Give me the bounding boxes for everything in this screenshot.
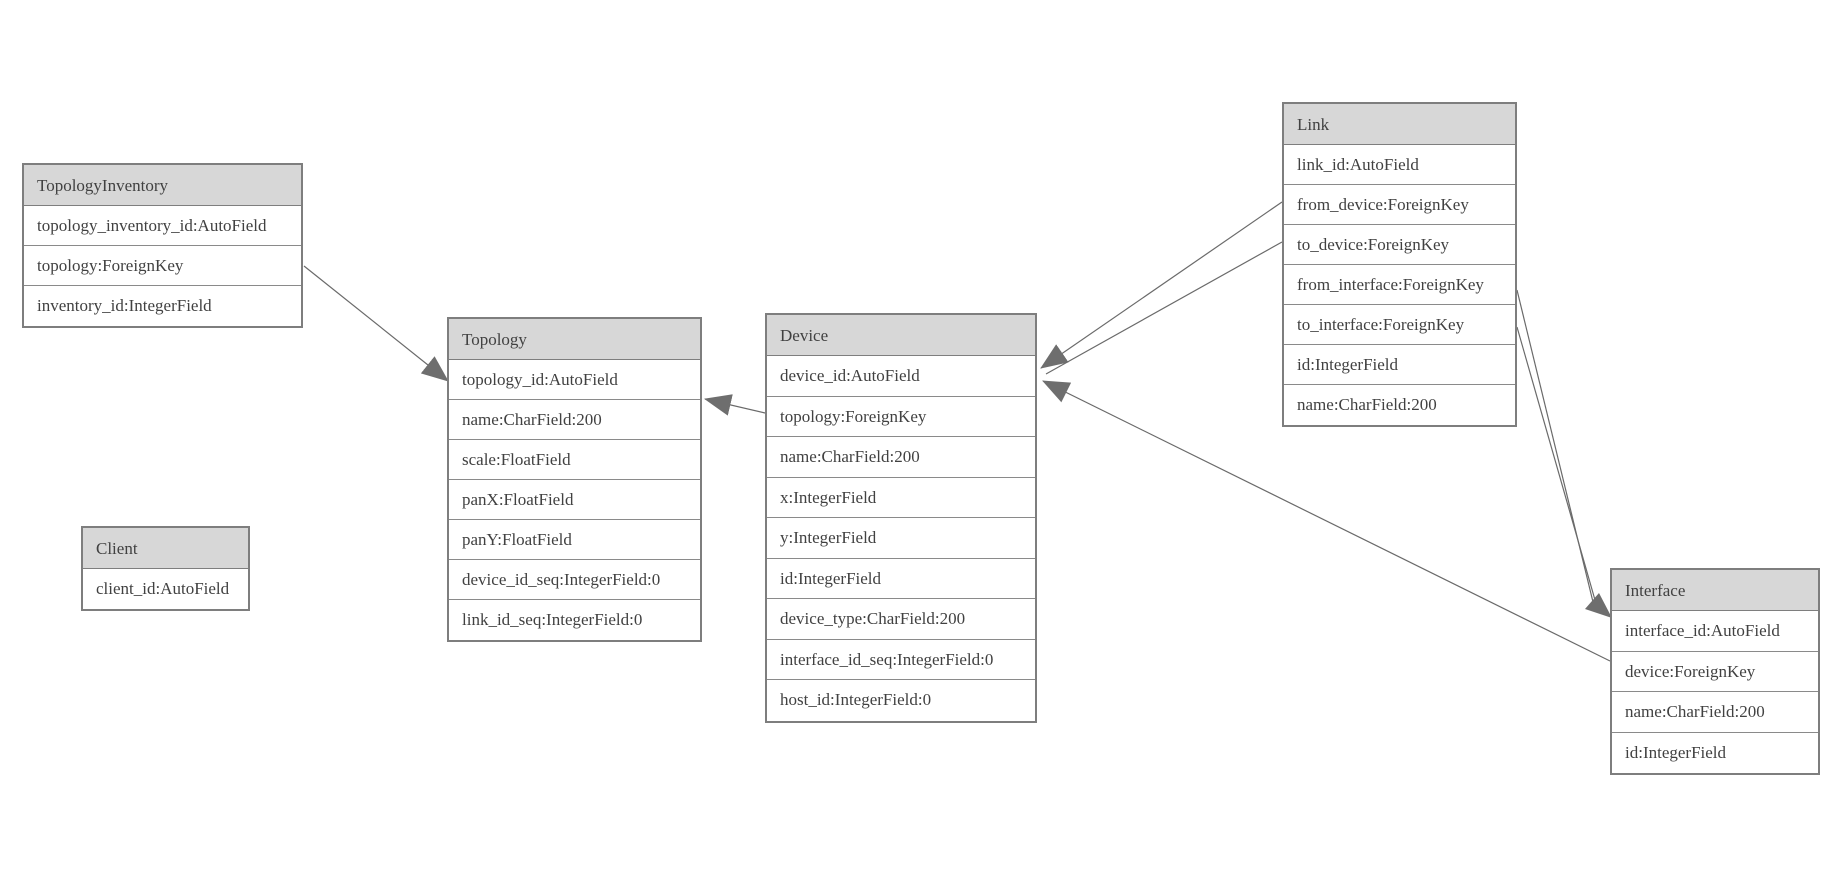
- field-row: name:CharField:200: [1284, 385, 1515, 425]
- field-row: device:ForeignKey: [1612, 651, 1818, 692]
- field-row: interface_id_seq:IntegerField:0: [767, 639, 1035, 680]
- field-row: device_id:AutoField: [767, 356, 1035, 397]
- field-row: panY:FloatField: [449, 520, 700, 560]
- field-row: device_id_seq:IntegerField:0: [449, 560, 700, 600]
- field-row: to_interface:ForeignKey: [1284, 305, 1515, 345]
- field-row: to_device:ForeignKey: [1284, 225, 1515, 265]
- edge-link-tointerface-to-interface: [1516, 326, 1598, 608]
- entity-device: Device device_id:AutoField topology:Fore…: [765, 313, 1037, 723]
- entity-header: Device: [767, 315, 1035, 356]
- field-row: id:IntegerField: [1612, 732, 1818, 773]
- arrowhead-interface: [1585, 593, 1612, 618]
- edge-topologyinventory-to-topology: [303, 265, 449, 382]
- field-row: name:CharField:200: [767, 437, 1035, 478]
- field-row: inventory_id:IntegerField: [24, 286, 301, 326]
- edge-link-fromdevice-to-device: [1040, 201, 1283, 369]
- field-row: panX:FloatField: [449, 480, 700, 520]
- field-row: topology:ForeignKey: [24, 246, 301, 286]
- entity-client: Client client_id:AutoField: [81, 526, 250, 611]
- field-row: link_id:AutoField: [1284, 145, 1515, 185]
- field-row: name:CharField:200: [449, 400, 700, 440]
- entity-header: Link: [1284, 104, 1515, 145]
- field-row: scale:FloatField: [449, 440, 700, 480]
- field-row: interface_id:AutoField: [1612, 611, 1818, 652]
- entity-link: Link link_id:AutoField from_device:Forei…: [1282, 102, 1517, 427]
- field-row: from_interface:ForeignKey: [1284, 265, 1515, 305]
- edge-device-to-topology: [704, 394, 766, 416]
- field-row: topology_inventory_id:AutoField: [24, 206, 301, 246]
- field-row: from_device:ForeignKey: [1284, 185, 1515, 225]
- field-row: client_id:AutoField: [83, 569, 248, 609]
- field-row: id:IntegerField: [767, 558, 1035, 599]
- edge-interface-device-to-device: [1042, 380, 1611, 662]
- entity-header: TopologyInventory: [24, 165, 301, 206]
- entity-interface: Interface interface_id:AutoField device:…: [1610, 568, 1820, 775]
- field-row: host_id:IntegerField:0: [767, 680, 1035, 721]
- entity-topology: Topology topology_id:AutoField name:Char…: [447, 317, 702, 642]
- field-row: x:IntegerField: [767, 477, 1035, 518]
- field-row: device_type:CharField:200: [767, 599, 1035, 640]
- edge-link-todevice-to-device: [1045, 241, 1283, 375]
- entity-header: Interface: [1612, 570, 1818, 611]
- field-row: name:CharField:200: [1612, 692, 1818, 733]
- entity-header: Client: [83, 528, 248, 569]
- field-row: topology:ForeignKey: [767, 396, 1035, 437]
- field-row: link_id_seq:IntegerField:0: [449, 600, 700, 640]
- field-row: y:IntegerField: [767, 518, 1035, 559]
- field-row: topology_id:AutoField: [449, 360, 700, 400]
- field-row: id:IntegerField: [1284, 345, 1515, 385]
- entity-topologyinventory: TopologyInventory topology_inventory_id:…: [22, 163, 303, 328]
- entity-header: Topology: [449, 319, 700, 360]
